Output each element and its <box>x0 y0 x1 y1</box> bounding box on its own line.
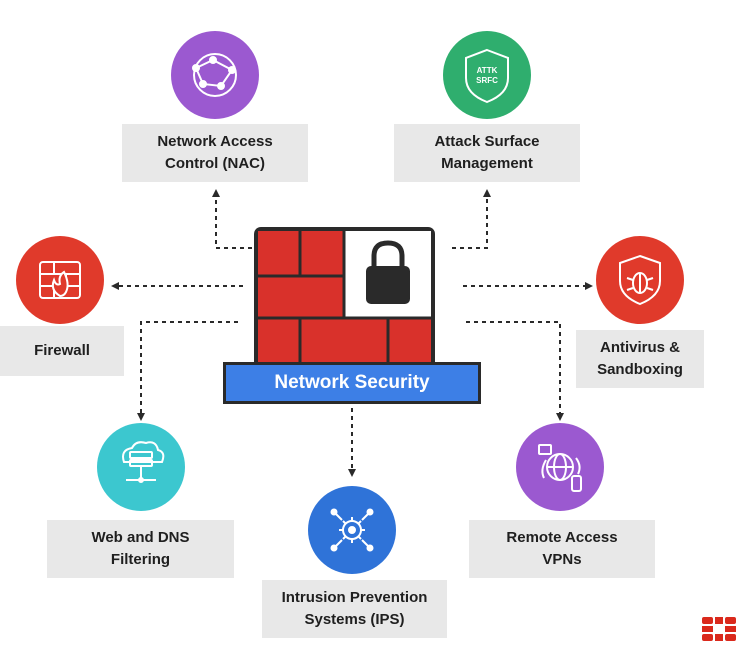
globe-devices-icon <box>538 444 582 492</box>
nac-circle <box>171 31 259 119</box>
connector-asm <box>452 189 491 249</box>
label-firewall-line-1: Firewall <box>34 342 90 359</box>
label-nac-line-2: Control (NAC) <box>165 155 265 172</box>
antivirus-circle <box>596 236 684 324</box>
bug-shield-icon <box>619 254 661 306</box>
svg-text:SRFC: SRFC <box>476 76 498 85</box>
padlock-icon <box>366 240 410 304</box>
label-vpn-line-2: VPNs <box>542 551 582 568</box>
label-vpn-line-1: Remote Access <box>506 529 618 546</box>
gear-network-icon <box>330 508 374 552</box>
asm-circle: ATTK SRFC <box>443 31 531 119</box>
label-ips: Intrusion Prevention Systems (IPS) <box>262 580 447 638</box>
label-webdns-line-2: Filtering <box>110 551 171 568</box>
brand-logo-icon <box>702 617 736 641</box>
ips-circle <box>308 486 396 574</box>
shield-icon: ATTK SRFC <box>465 48 509 104</box>
connector-webdns <box>137 321 238 421</box>
firewall-circle <box>16 236 104 324</box>
svg-text:ATTK: ATTK <box>477 66 498 75</box>
connector-nac <box>212 189 252 249</box>
label-nac: Network Access Control (NAC) <box>122 124 308 182</box>
label-antivirus: Antivirus & Sandboxing <box>576 330 704 388</box>
label-ips-line-2: Systems (IPS) <box>304 611 405 628</box>
security-wall-icon <box>254 227 435 370</box>
label-asm: Attack Surface Management <box>394 124 580 182</box>
network-globe-icon <box>192 53 237 97</box>
firewall-flame-icon <box>39 261 81 299</box>
label-antivirus-line-2: Sandboxing <box>597 361 683 378</box>
label-ips-line-1: Intrusion Prevention <box>281 589 428 606</box>
label-webdns: Web and DNS Filtering <box>47 520 234 578</box>
label-antivirus-line-1: Antivirus & <box>599 339 680 356</box>
label-webdns-line-1: Web and DNS <box>91 529 190 546</box>
network-security-title: Network Security <box>274 372 430 393</box>
label-asm-line-1: Attack Surface <box>434 133 540 150</box>
server-cloud-icon <box>122 441 165 483</box>
label-vpn: Remote Access VPNs <box>469 520 655 578</box>
connectors <box>111 189 593 477</box>
label-nac-line-1: Network Access <box>157 133 273 150</box>
network-security-banner: Network Security <box>223 362 481 404</box>
webdns-circle <box>97 423 185 511</box>
vpn-circle <box>516 423 604 511</box>
label-firewall: Firewall <box>0 326 124 376</box>
label-asm-line-2: Management <box>441 155 533 172</box>
